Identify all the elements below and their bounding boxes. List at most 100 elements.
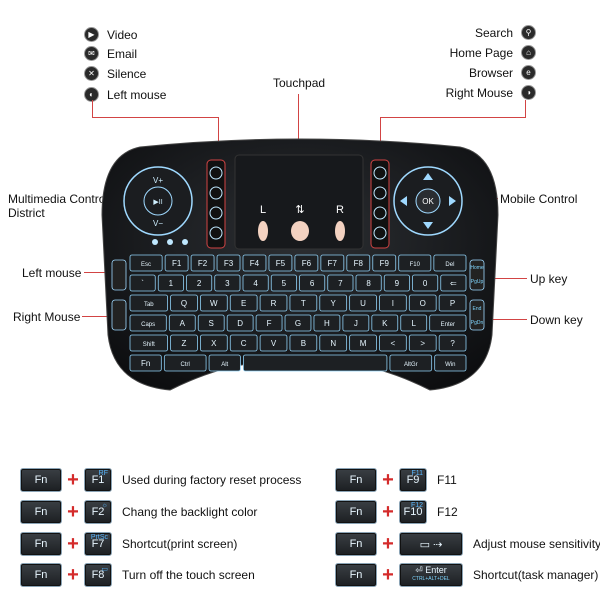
keyboard-key[interactable] xyxy=(294,254,319,272)
keyboard-key[interactable] xyxy=(208,354,241,372)
keyboard-device: V+ V− ▶II OK L ⇅ R Home PgUp End PgDn Es… xyxy=(101,138,499,391)
mouse-icon[interactable] xyxy=(209,226,223,240)
keyboard-key[interactable] xyxy=(197,314,225,332)
key-label: D xyxy=(237,319,243,328)
volume-down-label: V− xyxy=(153,219,163,228)
key-label: Del xyxy=(445,262,454,268)
email-icon[interactable] xyxy=(209,186,223,200)
media-key-strip xyxy=(206,159,226,249)
keyboard-key[interactable] xyxy=(129,334,168,352)
keyboard-key[interactable] xyxy=(229,294,258,312)
keyboard-key[interactable] xyxy=(259,334,288,352)
keyboard-key[interactable] xyxy=(346,254,371,272)
mute-icon[interactable] xyxy=(209,206,223,220)
top-right-label-browser: Browser e xyxy=(469,65,536,80)
keyboard-key[interactable] xyxy=(268,254,293,272)
keyboard-key[interactable] xyxy=(200,294,228,312)
keyboard-key[interactable] xyxy=(289,294,318,312)
key-label: I xyxy=(392,299,394,308)
keyboard-key[interactable] xyxy=(412,274,439,292)
keyboard-key[interactable] xyxy=(129,314,167,332)
keyboard-key[interactable] xyxy=(371,314,399,332)
keyboard-key[interactable] xyxy=(299,274,326,292)
keyboard-key[interactable] xyxy=(349,334,377,352)
callout-line xyxy=(218,117,219,161)
keyboard-key[interactable] xyxy=(398,254,432,272)
search-icon[interactable] xyxy=(373,166,387,180)
keyboard-key[interactable] xyxy=(349,294,377,312)
keyboard-key[interactable] xyxy=(242,274,269,292)
callout-line xyxy=(84,272,114,273)
keyboard-key[interactable] xyxy=(319,294,348,312)
keyboard-key[interactable] xyxy=(408,294,437,312)
keyboard-key[interactable] xyxy=(433,254,467,272)
keyboard-key[interactable] xyxy=(129,254,163,272)
keyboard-key[interactable] xyxy=(164,254,189,272)
keyboard-key[interactable] xyxy=(170,334,198,352)
keyboard-key[interactable] xyxy=(242,354,388,372)
left-mouse-side-key[interactable] xyxy=(111,259,127,291)
keyboard-key[interactable] xyxy=(379,294,407,312)
keyboard-key[interactable] xyxy=(200,334,228,352)
keyboard-key[interactable] xyxy=(255,314,283,332)
keyboard-key[interactable] xyxy=(383,274,410,292)
keyboard-key[interactable] xyxy=(440,274,467,292)
keyboard-key[interactable] xyxy=(289,334,318,352)
keyboard-key[interactable] xyxy=(129,274,156,292)
keyboard-key[interactable] xyxy=(168,314,196,332)
key-label: 1 xyxy=(169,279,174,288)
multimedia-dpad[interactable]: V+ V− ▶II xyxy=(123,166,193,236)
keyboard-key[interactable] xyxy=(434,354,467,372)
keyboard-key[interactable] xyxy=(313,314,341,332)
keyboard-key[interactable] xyxy=(190,254,215,272)
touchpad-right-label: R xyxy=(336,204,344,216)
keyboard-key[interactable] xyxy=(372,254,397,272)
keyboard-key[interactable] xyxy=(214,274,241,292)
video-icon[interactable] xyxy=(209,166,223,180)
legend-description: Chang the backlight color xyxy=(122,505,258,519)
keyboard-key[interactable] xyxy=(342,314,370,332)
keyboard-key[interactable] xyxy=(389,354,433,372)
finger-icon xyxy=(335,221,345,241)
keyboard-key[interactable] xyxy=(129,294,168,312)
keyboard-key[interactable] xyxy=(229,334,258,352)
keyboard-key[interactable] xyxy=(163,354,207,372)
right-mouse-side-key[interactable] xyxy=(111,299,127,331)
key-label: R xyxy=(271,299,277,308)
keyboard-key[interactable] xyxy=(186,274,213,292)
keyboard-key[interactable] xyxy=(226,314,254,332)
keyboard-key[interactable] xyxy=(355,274,382,292)
home-icon[interactable] xyxy=(373,186,387,200)
keyboard-key[interactable] xyxy=(259,294,288,312)
keyboard-key[interactable] xyxy=(438,334,467,352)
key-sub-label: ▭ xyxy=(101,566,108,573)
down-side-key[interactable] xyxy=(469,299,485,331)
keyboard-key[interactable] xyxy=(284,314,312,332)
keyboard-key[interactable] xyxy=(242,254,267,272)
fn-key: Fn xyxy=(20,500,62,524)
key-label: 2 xyxy=(197,279,202,288)
keyboard-key[interactable] xyxy=(129,354,162,372)
keyboard-key[interactable] xyxy=(408,334,437,352)
mobile-dpad[interactable]: OK xyxy=(393,166,463,236)
keyboard-key[interactable] xyxy=(157,274,184,292)
mouse-icon[interactable] xyxy=(373,226,387,240)
keyboard-key[interactable] xyxy=(270,274,297,292)
callout-line xyxy=(525,100,526,118)
key-label: 8 xyxy=(366,279,371,288)
keyboard-key[interactable] xyxy=(429,314,467,332)
keyboard-key[interactable] xyxy=(320,254,345,272)
up-side-key[interactable] xyxy=(469,259,485,291)
keyboard-key[interactable] xyxy=(327,274,354,292)
keyboard-key[interactable] xyxy=(438,294,467,312)
keyboard-key[interactable] xyxy=(319,334,348,352)
keyboard-key[interactable] xyxy=(216,254,241,272)
keyboard-key[interactable] xyxy=(400,314,428,332)
key-label: T xyxy=(301,299,306,308)
keyboard-key[interactable] xyxy=(170,294,198,312)
key-label: F2 xyxy=(198,259,208,268)
browser-icon[interactable] xyxy=(373,206,387,220)
keyboard-key[interactable] xyxy=(379,334,407,352)
